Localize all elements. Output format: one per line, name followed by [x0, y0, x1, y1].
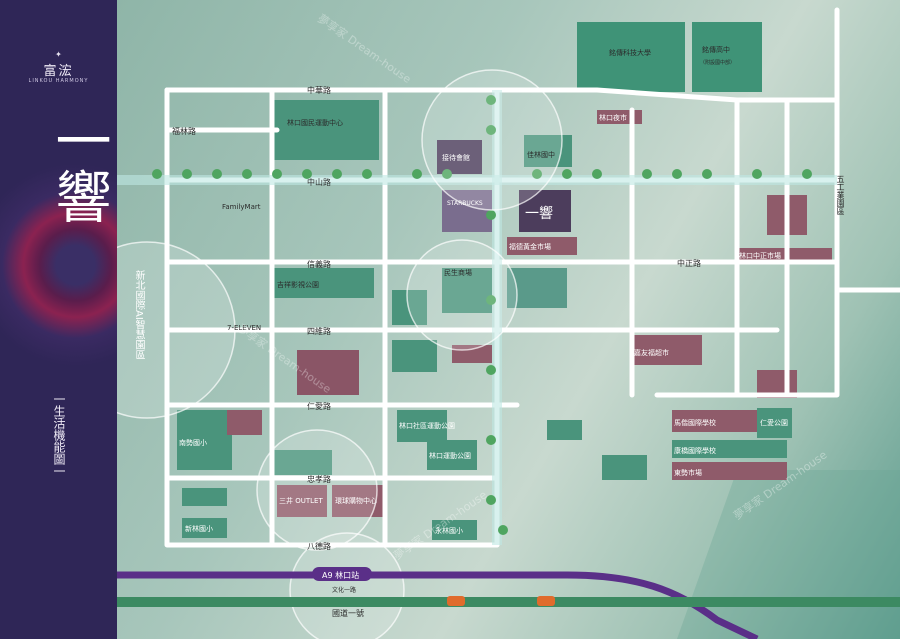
reception-block — [437, 140, 482, 174]
jixiang-label: 吉祥影視公園 — [277, 280, 319, 289]
mingchuan-label: 銘傳科技大學 — [609, 48, 651, 57]
linkou-pe-label: 林口運動公園 — [429, 451, 471, 460]
metro-line-label: 文化一路 — [332, 586, 356, 594]
jialin-ms-label: 佳林國中 — [527, 150, 555, 159]
sports-center-label: 林口國民運動中心 — [287, 118, 343, 127]
mingchuan-hs-block — [692, 22, 762, 92]
renai-park-label: 仁愛公園 — [760, 418, 788, 427]
night-market-label: 林口夜市 — [599, 113, 627, 122]
life-function-map: 銘傳科技大學 銘傳高中 （附設國中部） 林口國民運動中心 接待會館 佳林國中 吉… — [117, 0, 900, 639]
brand-sidebar: ✦ 富浤 LINKOU HARMONY 一響 一生活機能圖一 — [0, 0, 117, 639]
linkou-sc-block — [397, 410, 447, 442]
bade-label: 八德路 — [307, 541, 331, 551]
maru-label: 馬偕國際學校 — [674, 418, 716, 427]
reception-label: 接待會館 — [442, 153, 470, 162]
zhongshan-label: 中山路 — [307, 177, 331, 187]
mall-label: 環球購物中心 — [335, 496, 377, 505]
xinyi-label: 信義路 — [307, 259, 331, 269]
xinbei-ai-label: 新北國際AI智慧園區 — [133, 270, 144, 360]
linkou-sc-label: 林口社區運動公園 — [399, 421, 455, 430]
linkou-pe-block — [427, 440, 477, 470]
site-block — [519, 190, 571, 232]
park-area — [677, 470, 900, 639]
renai-label: 仁愛路 — [307, 401, 331, 411]
kangqiao-block — [672, 440, 787, 458]
outlet-label: 三井 OUTLET — [279, 496, 323, 505]
mingchuan-univ-block — [577, 22, 685, 92]
lishan-block — [182, 488, 227, 506]
brand-title: 一響 — [46, 112, 111, 224]
xinlin-label: 新林國小 — [185, 524, 213, 533]
reception-circle — [421, 69, 563, 211]
fulin-label: 福林路 — [172, 126, 196, 136]
zhongzheng-mkt-label: 林口中正市場 — [739, 251, 781, 260]
street-trees — [152, 95, 812, 535]
metro-area-circle — [406, 239, 518, 351]
mingchuan-hs-sub-label: （附設國中部） — [700, 59, 735, 66]
residential-block — [297, 350, 359, 395]
zhongxiao-label: 忠孝路 — [307, 474, 331, 484]
minsheng-block — [442, 268, 492, 313]
zhonghua-label: 中華路 — [307, 85, 331, 95]
car-1 — [447, 596, 465, 606]
industrial-label: 五工業園區 — [836, 175, 845, 215]
south-park-block — [272, 450, 332, 475]
mingchuan-hs-label: 銘傳高中 — [702, 45, 730, 54]
jialin-ms-block — [524, 135, 572, 167]
fengming-block — [602, 455, 647, 480]
firework-graphic — [0, 150, 117, 380]
brand-name-en: LINKOU HARMONY — [28, 78, 89, 84]
map-title: 一生活機能圖一 — [52, 393, 66, 477]
metro-station-badge — [312, 567, 372, 581]
car-2 — [537, 596, 555, 606]
dongshi-label: 東勢市場 — [674, 468, 702, 477]
linkou-park-block — [392, 290, 427, 325]
brand-name-cn: 富浤 — [43, 64, 74, 79]
renai-park-block — [757, 408, 792, 438]
seven-label: 7-ELEVEN — [227, 324, 261, 332]
fude-market-block — [507, 237, 577, 255]
ai-park-circle — [117, 241, 236, 419]
dongshi-school-block — [177, 410, 232, 470]
mall-block — [332, 485, 387, 517]
metro-line — [117, 571, 759, 639]
kangqiao-label: 康橋國際學校 — [674, 446, 716, 455]
xinlin-block — [182, 518, 227, 538]
jiayou2-block — [227, 410, 262, 435]
jiayou-block — [632, 335, 702, 365]
jiayou-label: 嘉友福超市 — [634, 348, 669, 357]
linkou-hs-block — [547, 420, 582, 440]
metro-station-circle — [289, 532, 405, 639]
fude-label: 福德黃金市場 — [509, 242, 551, 251]
highway-label: 國道一號 — [332, 608, 364, 618]
zhongzheng-label: 中正路 — [677, 258, 701, 268]
linkou-ms-block — [392, 340, 437, 372]
dongshi-mkt-block — [672, 462, 787, 480]
metro-station-label: A9 林口站 — [322, 570, 359, 580]
siwei-label: 四維路 — [307, 326, 331, 336]
familymart-label: FamilyMart — [222, 203, 261, 211]
yonglin-label: 永林國小 — [435, 526, 463, 535]
sports-center-block — [274, 100, 379, 160]
jixiang-park-block — [274, 268, 374, 298]
yonglin-block — [432, 520, 477, 540]
outlet-circle — [256, 429, 378, 551]
logo-mark: ✦ — [55, 50, 62, 59]
minsheng-label: 民生商場 — [444, 268, 472, 277]
starbucks-label: STARBUCKS — [447, 200, 483, 207]
highlight-circles — [117, 69, 563, 639]
dongshi-school-label: 南勢國小 — [179, 438, 207, 447]
map-canvas: 銘傳科技大學 銘傳高中 （附設國中部） 林口國民運動中心 接待會館 佳林國中 吉… — [117, 7, 900, 639]
outlet-block — [277, 485, 327, 517]
site-label: 一響 — [525, 205, 553, 222]
svg-text:夢享家 Dream-house: 夢享家 Dream-house — [315, 11, 414, 86]
